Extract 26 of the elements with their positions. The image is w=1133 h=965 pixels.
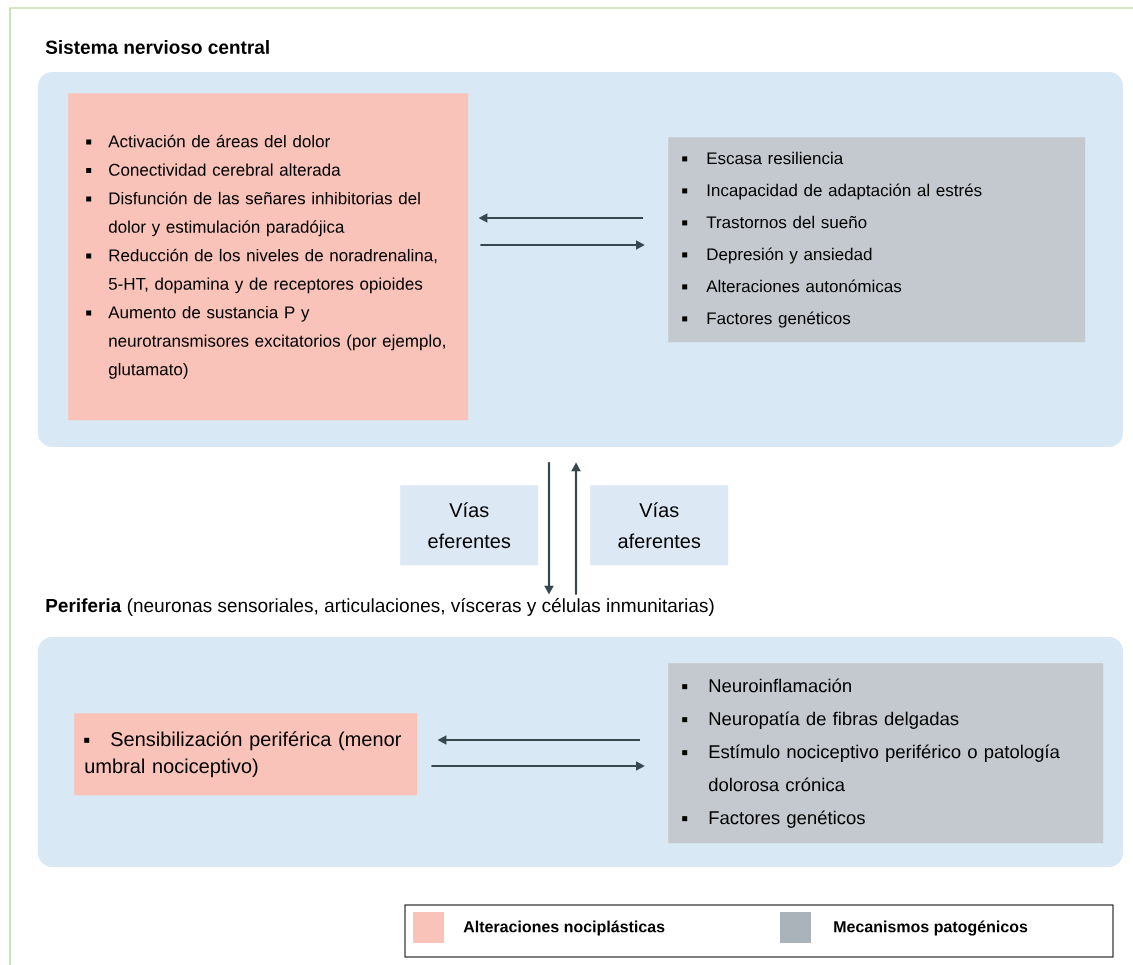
legend-label: Alteraciones nociplásticas (463, 920, 665, 936)
list-item: Factores genéticos (682, 810, 865, 828)
list-item: Escasa resiliencia (682, 151, 844, 165)
list-item: Estímulo nociceptivo periférico o patología dolorosa crónica (682, 744, 1060, 792)
list-item: Alteraciones autonómicas (682, 279, 902, 293)
list-item: Sensibilización periférica (menor umbral nociceptivo) (84, 731, 401, 778)
list-item: Neuropatía de fibras delgadas (682, 711, 959, 729)
list-item: Disfunción de las señares inhibitorias del dolor y estimulación paradójica (86, 191, 420, 237)
list-item: Conectividad cerebral alterada (86, 163, 341, 176)
list-item: Neuroinflamación (682, 678, 851, 693)
list-item: Factores genéticos (682, 311, 851, 328)
pathway-label: Vías eferentes (400, 485, 539, 566)
list-box (668, 137, 1086, 343)
list-item: Reducción de los niveles de noradrenalina, 5-HT, dopamina y de receptores opioides (86, 248, 437, 294)
list-item: Incapacidad de adaptación al estrés (682, 183, 982, 200)
list-item: Aumento de sustancia P y neurotransmisores excitatorios (por ejemplo, glutamato) (86, 305, 445, 379)
list-item: Depresión y ansiedad (682, 247, 872, 264)
legend-label: Mecanismos patogénicos (834, 920, 1028, 936)
list-item: Activación de áreas del dolor (86, 134, 330, 148)
list-item: Trastornos del sueño (682, 215, 867, 229)
section-heading: Periferia (neuronas sensoriales, articulaciones, vísceras y células inmunitarias) (46, 598, 714, 616)
list-box (668, 663, 1104, 844)
list-box (74, 713, 418, 796)
list-box (68, 93, 469, 421)
section-heading: Sistema nervioso central (45, 40, 269, 54)
pathway-label: Vías aferentes (590, 485, 729, 566)
